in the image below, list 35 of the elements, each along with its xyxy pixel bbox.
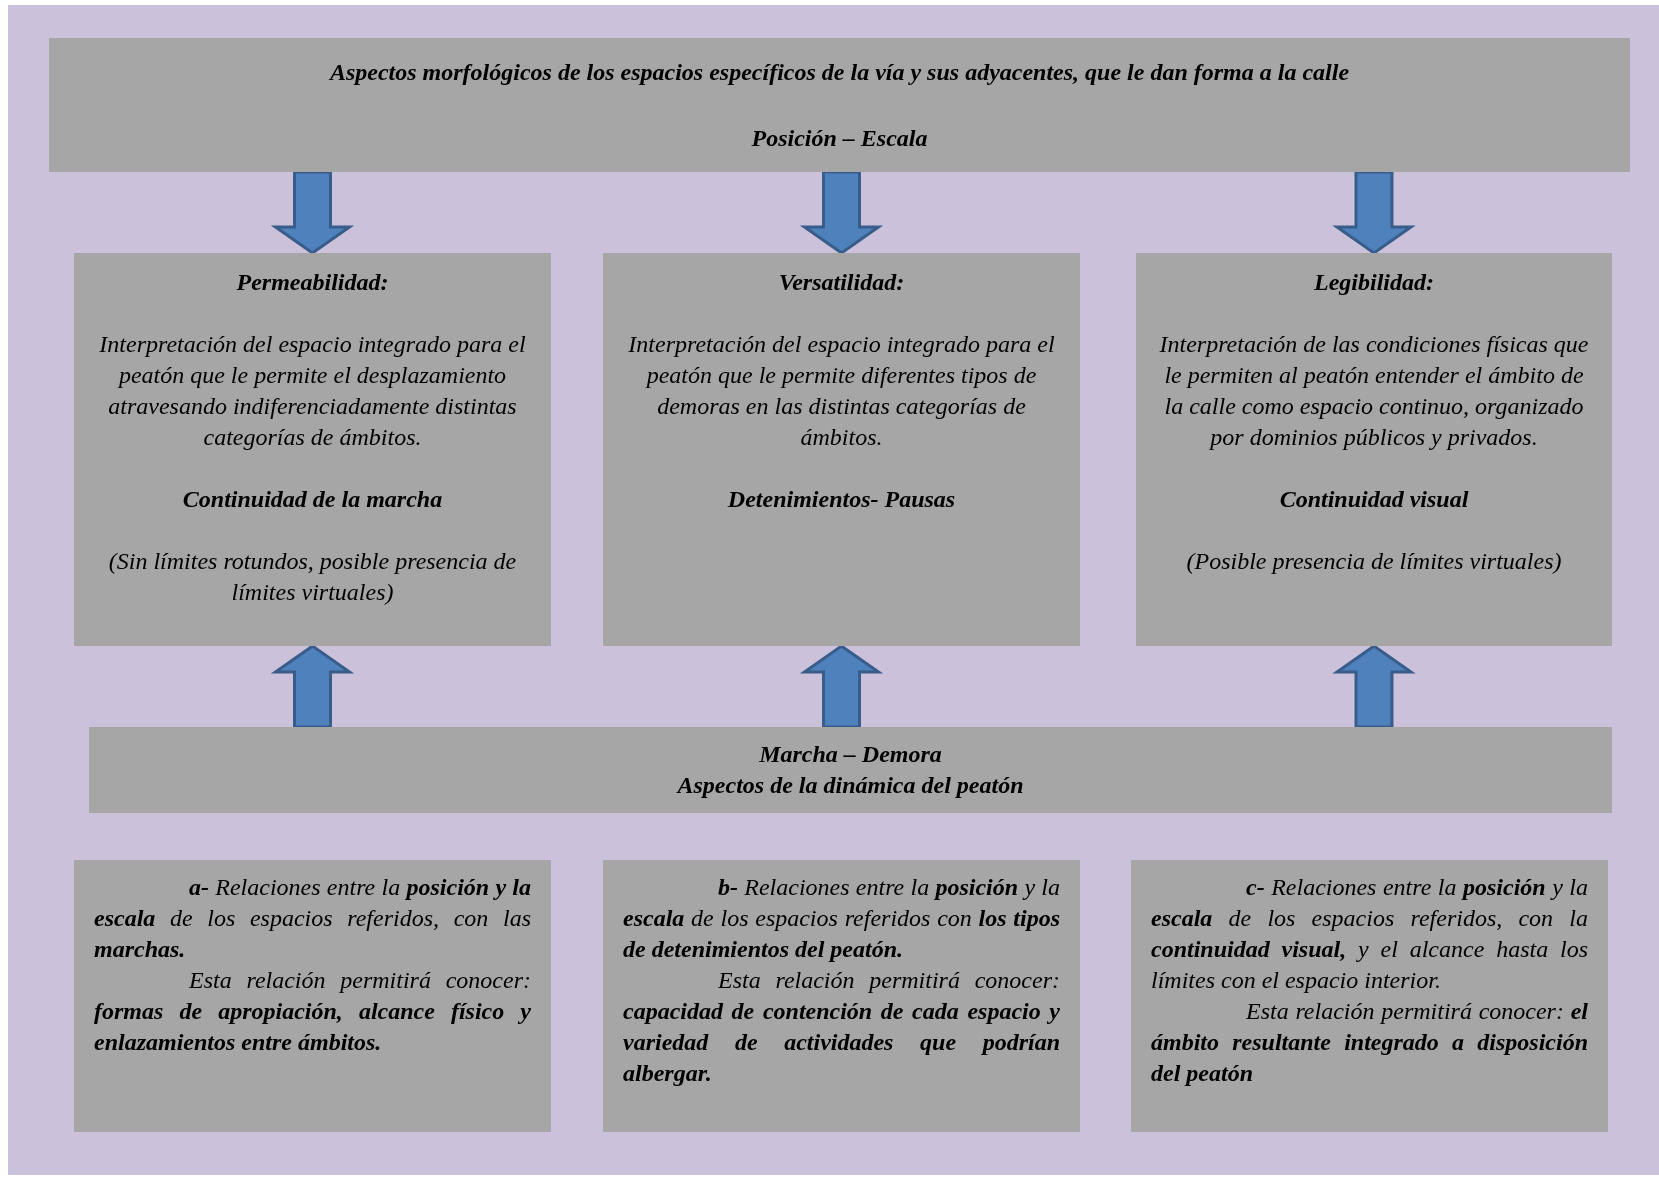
relation-box (1131, 860, 1608, 1132)
relation-paragraph: c- Relaciones entre la posición y la escala de los espacios referidos, con la continuidad visual, y el alcance hasta los límites con el espacio interior. (1151, 873, 1588, 995)
relation-paragraph: Esta relación permitirá conocer: el ámbito resultante integrado a disposición del peatón (1151, 997, 1588, 1088)
concept-description: Interpretación del espacio integrado para el peatón que le permite el desplazamiento atravesando indiferenciadamente distintas categorías de ámbitos. (98, 330, 527, 452)
concept-description: Interpretación de las condiciones físicas que le permiten al peatón entender el ámbito de la calle como espacio continuo, organizado por dominios públicos y privados. (1158, 330, 1590, 452)
concept-note: (Sin límites rotundos, posible presencia de límites virtuales) (107, 547, 518, 607)
heading-text: Marcha – Demora (759, 740, 942, 769)
heading-text: Posición – Escala (751, 124, 928, 153)
heading-text: Aspectos de la dinámica del peatón (677, 771, 1024, 800)
block-arrow (270, 644, 355, 729)
concept-title: Versatilidad: (778, 268, 905, 297)
block-arrow (1332, 170, 1416, 255)
concept-title: Legibilidad: (1314, 268, 1434, 297)
concept-subtitle: Continuidad visual (1279, 485, 1469, 514)
concept-subtitle: Detenimientos- Pausas (727, 485, 956, 514)
relation-paragraph: a- Relaciones entre la posición y la escala de los espacios referidos, con las marchas. (94, 873, 531, 964)
relation-paragraph: Esta relación permitirá conocer: capacidad de contención de cada espacio y variedad de actividades que podrían albergar. (623, 966, 1060, 1088)
dynamics-box (89, 727, 1612, 813)
concept-title: Permeabilidad: (236, 268, 389, 297)
block-arrow (799, 644, 884, 729)
concept-box (1136, 253, 1612, 646)
heading-text: Aspectos morfológicos de los espacios específicos de la vía y sus adyacentes, que le dan forma a la calle (329, 58, 1350, 87)
concept-box (603, 253, 1080, 646)
relation-box (603, 860, 1080, 1132)
header-box (49, 38, 1630, 172)
concept-note: (Posible presencia de límites virtuales) (1186, 547, 1562, 576)
concept-subtitle: Continuidad de la marcha (182, 485, 443, 514)
relation-box (74, 860, 551, 1132)
concept-description: Interpretación del espacio integrado para el peatón que le permite diferentes tipos de demoras en las distintas categorías de ámbitos. (627, 330, 1056, 452)
concept-box (74, 253, 551, 646)
block-arrow (270, 170, 355, 255)
relation-paragraph: Esta relación permitirá conocer: formas de apropiación, alcance físico y enlazamientos entre ámbitos. (94, 966, 531, 1057)
block-arrow (1332, 644, 1416, 729)
block-arrow (799, 170, 884, 255)
relation-paragraph: b- Relaciones entre la posición y la escala de los espacios referidos con los tipos de detenimientos del peatón. (623, 873, 1060, 964)
